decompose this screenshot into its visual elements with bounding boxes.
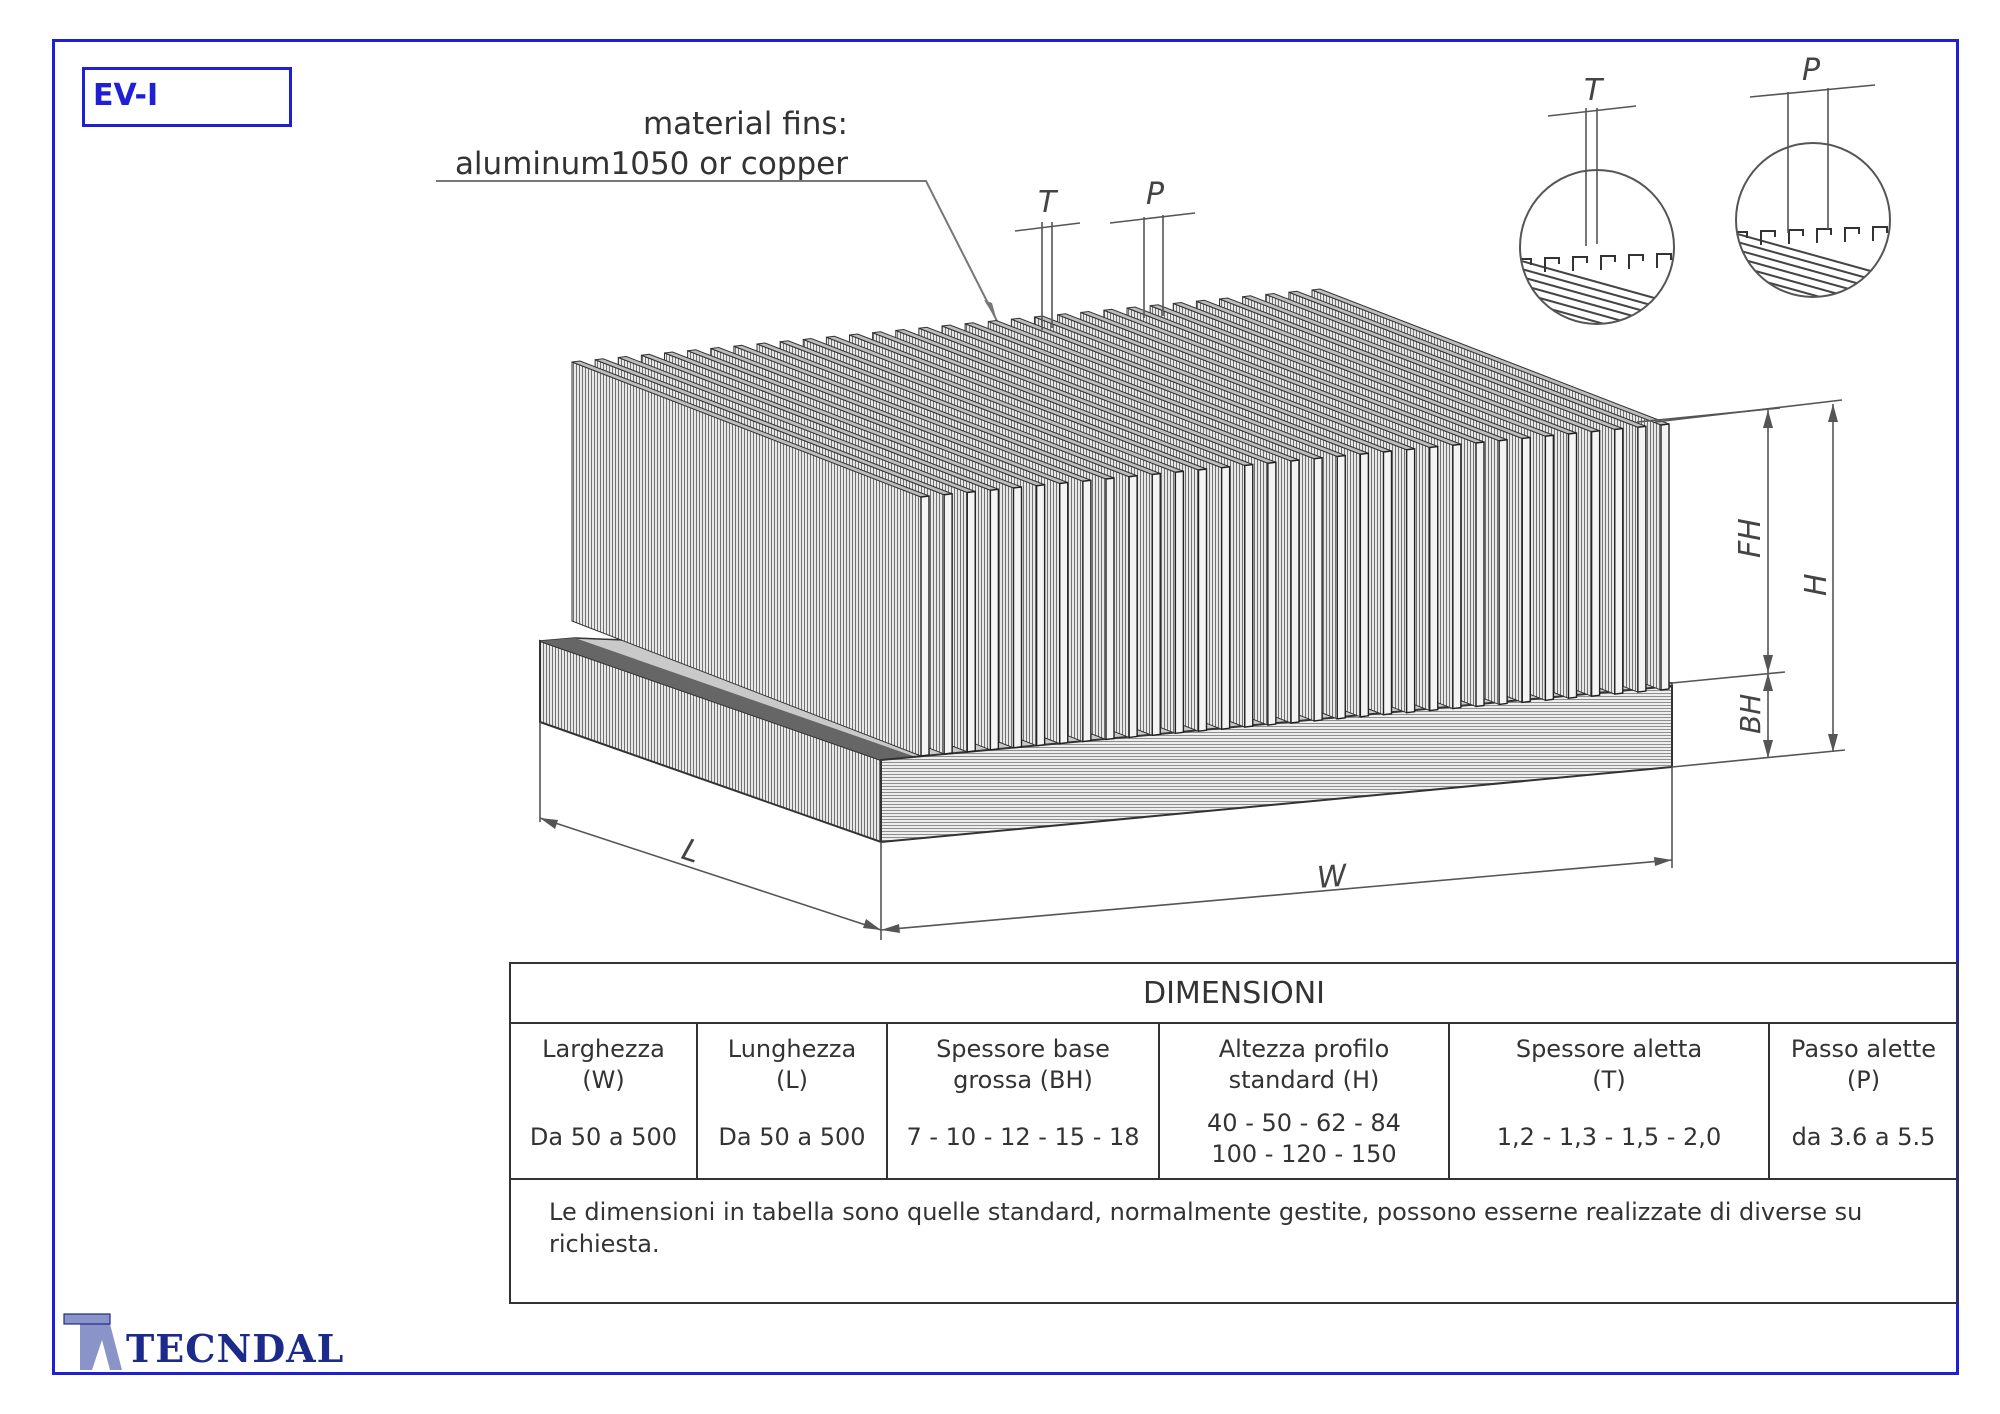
- col-length-header-1: Lunghezza: [727, 1035, 857, 1063]
- length-width-dimensions: [539, 722, 1673, 940]
- fins-group: [571, 288, 1670, 757]
- fin-front: [1614, 427, 1624, 695]
- fin-front: [1012, 486, 1023, 749]
- dimensions-table: DIMENSIONI Larghezza (W) Da 50 a 500 Lun…: [509, 962, 1959, 1304]
- table-col-fin-thickness: Spessore aletta (T) 1,2 - 1,3 - 1,5 - 2,…: [1448, 1022, 1770, 1180]
- fin-front: [1082, 479, 1092, 743]
- dim-label-L: L: [678, 832, 705, 870]
- length-width-arrows: [540, 818, 1672, 933]
- fin-front: [920, 495, 930, 757]
- fin-front: [1174, 470, 1185, 735]
- fin-front: [1382, 450, 1393, 716]
- col-width-header-1: Larghezza: [542, 1035, 665, 1063]
- col-base-header-2: grossa (BH): [953, 1066, 1093, 1094]
- detail-label-T: T: [1584, 73, 1605, 108]
- dim-label-FH: FH: [1733, 518, 1768, 558]
- material-note: material fins: aluminum1050 or copper: [400, 104, 848, 184]
- fin-front: [1567, 432, 1578, 700]
- fin-front: [1590, 429, 1601, 697]
- material-note-line2: aluminum1050 or copper: [454, 146, 848, 182]
- fin-front: [1660, 423, 1670, 691]
- col-fin-pitch-value: da 3.6 a 5.5: [1791, 1123, 1936, 1151]
- logo-mark-icon: [63, 1313, 122, 1370]
- fin-dimensions: [1014, 212, 1196, 330]
- col-width-header-2: (W): [582, 1066, 625, 1094]
- fin-front: [1035, 483, 1046, 747]
- drawing-code-box: EV-I: [82, 67, 292, 127]
- col-fin-thickness-value: 1,2 - 1,3 - 1,5 - 2,0: [1496, 1123, 1722, 1151]
- fin-front: [1405, 447, 1416, 714]
- table-footnote: Le dimensioni in tabella sono quelle sta…: [509, 1178, 1959, 1304]
- fin-front: [1220, 465, 1231, 730]
- fin-front: [1244, 463, 1254, 728]
- col-fin-pitch-header-1: Passo alette: [1790, 1035, 1937, 1063]
- material-leader-line: [436, 180, 998, 322]
- fin-front: [989, 488, 1000, 751]
- fin-front: [1452, 443, 1462, 710]
- fin-front: [1336, 454, 1346, 720]
- dimensions-table-title: DIMENSIONI: [509, 962, 1959, 1024]
- dim-label-H: H: [1799, 573, 1834, 596]
- dim-label-BH: BH: [1734, 694, 1767, 734]
- fin-front: [1313, 456, 1323, 722]
- table-col-base-thickness: Spessore base grossa (BH) 7 - 10 - 12 - …: [886, 1022, 1160, 1180]
- fin-front: [1105, 477, 1115, 741]
- col-height-value-2: 100 - 120 - 150: [1211, 1140, 1397, 1168]
- base-top-dark-strip: [540, 638, 916, 760]
- fin-front: [1359, 452, 1370, 718]
- material-note-line1: material fins:: [642, 106, 848, 142]
- fin-front: [1521, 436, 1531, 704]
- fin-front: [966, 490, 976, 753]
- detail-circle-thickness: [1519, 105, 1675, 325]
- dim-label-P: P: [1146, 177, 1165, 212]
- col-fin-thickness-header-1: Spessore aletta: [1515, 1035, 1703, 1063]
- fin-front: [1290, 459, 1300, 724]
- fin-front: [1059, 481, 1069, 745]
- table-col-fin-pitch: Passo alette (P) da 3.6 a 5.5: [1768, 1022, 1959, 1180]
- col-height-header-1: Altezza profilo: [1218, 1035, 1390, 1063]
- fin-front: [1267, 461, 1277, 726]
- detail-circle-pitch: [1735, 84, 1891, 298]
- col-height-header-2: standard (H): [1228, 1066, 1380, 1094]
- table-col-width: Larghezza (W) Da 50 a 500: [509, 1022, 698, 1180]
- dim-label-T: T: [1038, 185, 1059, 220]
- fin-front: [1151, 472, 1161, 737]
- fin-front: [1498, 438, 1508, 706]
- col-base-value: 7 - 10 - 12 - 15 - 18: [906, 1123, 1140, 1151]
- fin-front: [1429, 445, 1439, 712]
- table-col-profile-height: Altezza profilo standard (H) 40 - 50 - 6…: [1158, 1022, 1450, 1180]
- col-length-header-2: (L): [775, 1066, 809, 1094]
- col-height-value-1: 40 - 50 - 62 - 84: [1207, 1109, 1401, 1137]
- fin-front: [1544, 434, 1555, 702]
- drawing-frame: [52, 39, 1959, 1375]
- leader-arrow: [984, 300, 997, 321]
- col-fin-thickness-header-2: (T): [1592, 1066, 1626, 1094]
- fin-front: [943, 492, 953, 755]
- dim-label-W: W: [1316, 858, 1350, 896]
- col-width-value: Da 50 a 500: [529, 1123, 678, 1151]
- fin-front: [1128, 474, 1138, 739]
- fin-front: [1197, 468, 1208, 733]
- col-length-value: Da 50 a 500: [718, 1123, 866, 1151]
- col-fin-pitch-header-2: (P): [1846, 1066, 1881, 1094]
- fin-front: [1475, 441, 1485, 708]
- table-col-length: Lunghezza (L) Da 50 a 500: [696, 1022, 888, 1180]
- height-dimension-arrows: [1763, 404, 1838, 758]
- col-base-header-1: Spessore base: [936, 1035, 1110, 1063]
- col-height-values: 40 - 50 - 62 - 84 100 - 120 - 150: [1160, 1108, 1448, 1170]
- logo-name: TECNDAL: [126, 1326, 345, 1371]
- fin-front: [1637, 425, 1647, 693]
- drawing-code: EV-I: [93, 78, 159, 113]
- detail-label-P: P: [1802, 53, 1821, 88]
